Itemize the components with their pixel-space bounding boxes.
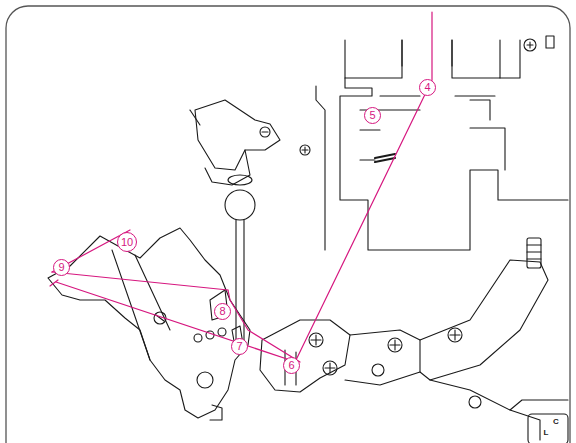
frame xyxy=(6,6,570,443)
callout-number: 9 xyxy=(53,259,70,276)
callout-number: 8 xyxy=(214,303,231,320)
lower-looper xyxy=(48,228,250,420)
dial-letter: L xyxy=(541,428,551,438)
upper-looper xyxy=(260,238,568,443)
dial-letter: C xyxy=(551,417,561,427)
callout-number: 4 xyxy=(419,79,436,96)
callout-number: 5 xyxy=(364,107,381,124)
thread-path xyxy=(50,12,432,362)
callout-number: 7 xyxy=(231,338,248,355)
callout-number: 10 xyxy=(117,232,137,252)
machine-body xyxy=(300,36,568,250)
callout-number: 6 xyxy=(283,357,300,374)
